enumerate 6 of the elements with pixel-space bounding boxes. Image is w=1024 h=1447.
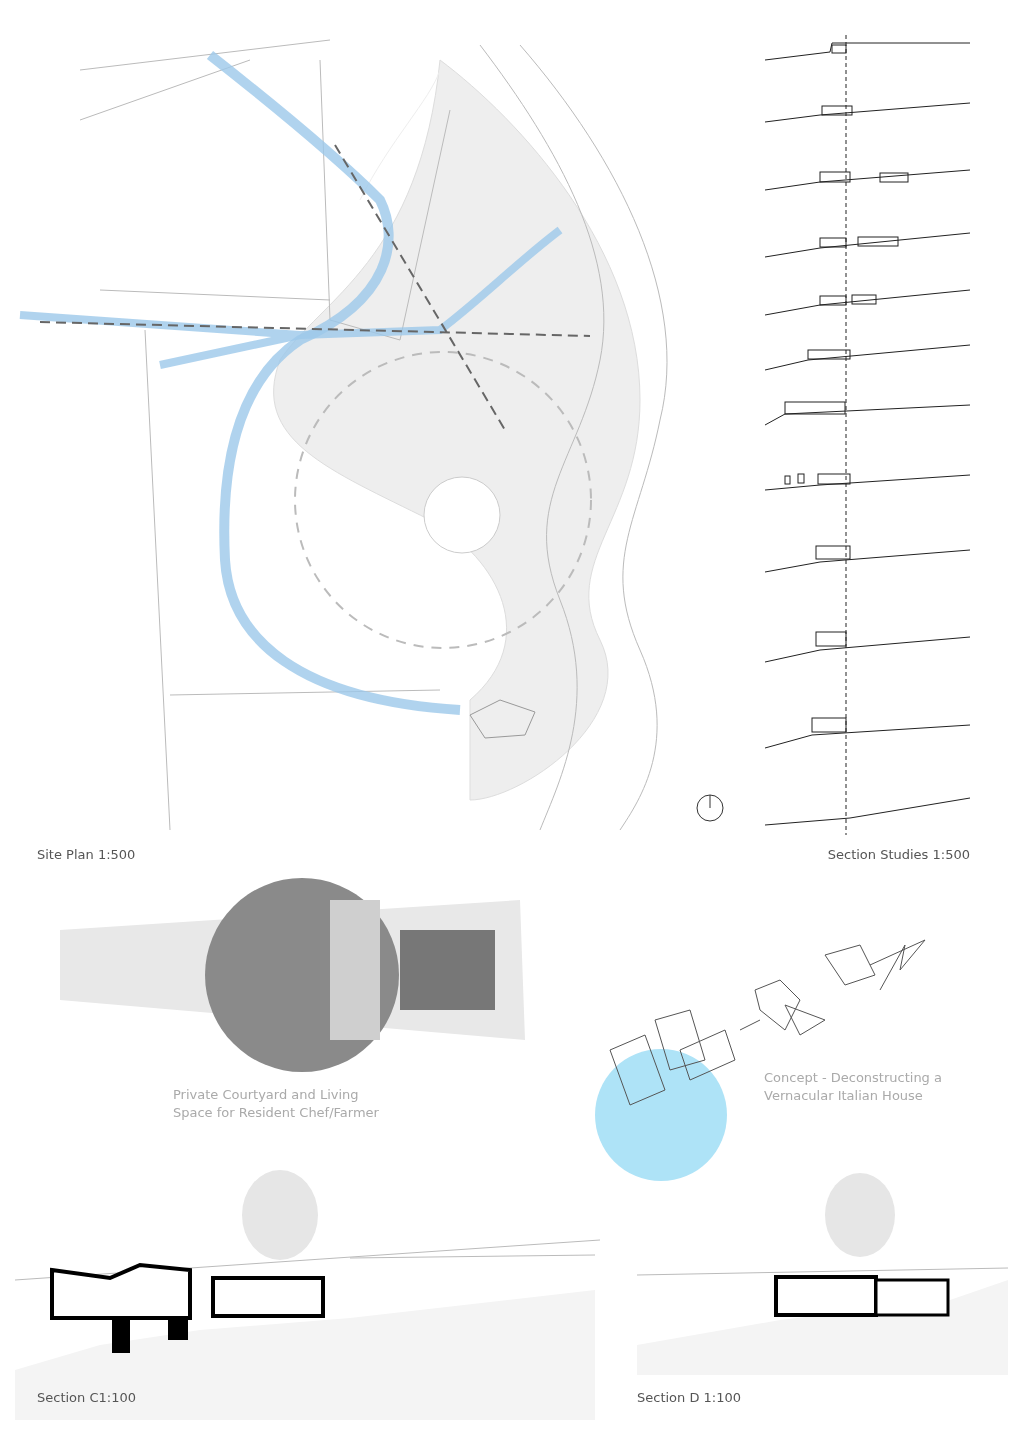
section-caption: Section D 1:100	[637, 1389, 743, 1407]
plan-caption: Site Plan 1:500	[37, 846, 137, 864]
render-caption: Private Courtyard and Living Space for Resident Chef/Farmer	[173, 1086, 380, 1122]
concept-caption: Concept - Deconstructing a Vernacular Italian House	[764, 1069, 943, 1105]
section-caption: Section C1:100	[37, 1389, 137, 1407]
sections-caption: Section Studies 1:500	[826, 846, 970, 864]
